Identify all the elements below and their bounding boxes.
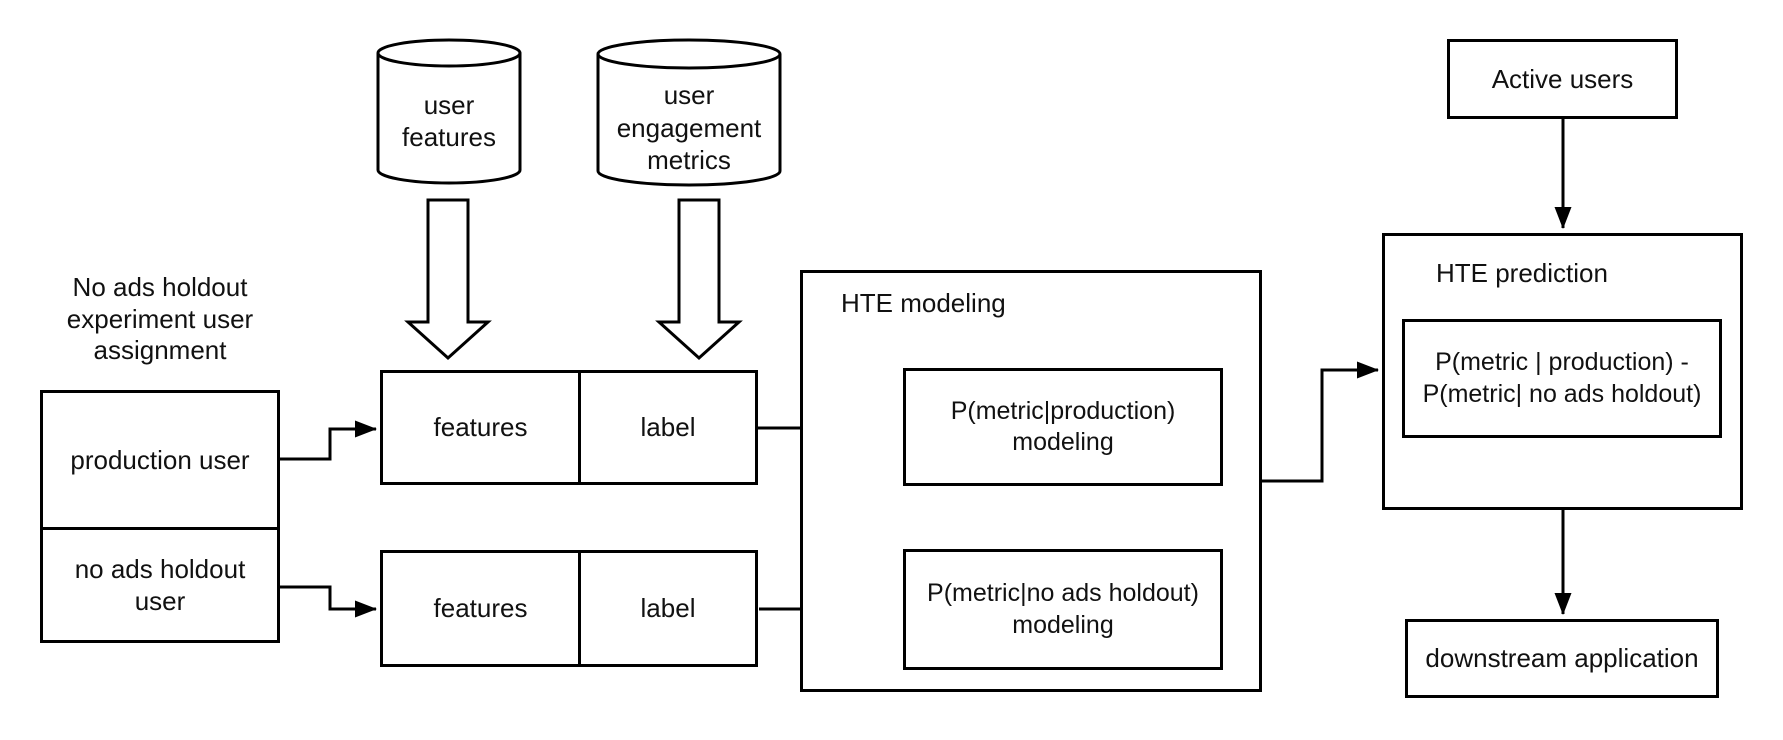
dataset2-label-cell: label	[640, 593, 696, 624]
datastore-user-features-label: user features	[402, 89, 496, 153]
prediction-formula-box: P(metric | production) - P(metric| no ad…	[1402, 319, 1722, 438]
dataset1-features-cell: features	[383, 373, 581, 482]
block-arrow-user-features	[404, 198, 492, 361]
production-user-cell: production user	[43, 393, 277, 530]
dataset2-features-cell: features	[383, 553, 581, 664]
arrow-production-to-dataset1	[280, 420, 377, 461]
production-model-box: P(metric|production) modeling	[903, 368, 1223, 486]
hte-modeling-title: HTE modeling	[841, 288, 1006, 318]
annotation-no-ads-holdout-assignment: No ads holdout experiment user assignmen…	[66, 272, 254, 366]
assignment-box: production user no ads holdout user	[40, 390, 280, 643]
arrow-holdout-to-dataset2	[280, 585, 377, 618]
dataset1-label-cell: label	[640, 412, 696, 443]
active-users-box: Active users	[1447, 39, 1678, 119]
arrow-modeling-to-prediction	[1260, 361, 1379, 483]
dataset-row-2: features label	[380, 550, 758, 667]
block-arrow-user-engagement	[655, 198, 743, 361]
datastore-user-features-shape	[376, 38, 522, 185]
holdout-model-box: P(metric|no ads holdout) modeling	[903, 549, 1223, 670]
hte-prediction-title: HTE prediction	[1436, 258, 1608, 288]
datastore-user-engagement-shape	[596, 38, 782, 187]
downstream-application-box: downstream application	[1405, 619, 1719, 698]
dataset-row-1: features label	[380, 370, 758, 485]
no-ads-holdout-user-cell: no ads holdout user	[74, 553, 246, 617]
datastore-user-engagement-label: user engagement metrics	[616, 80, 762, 176]
